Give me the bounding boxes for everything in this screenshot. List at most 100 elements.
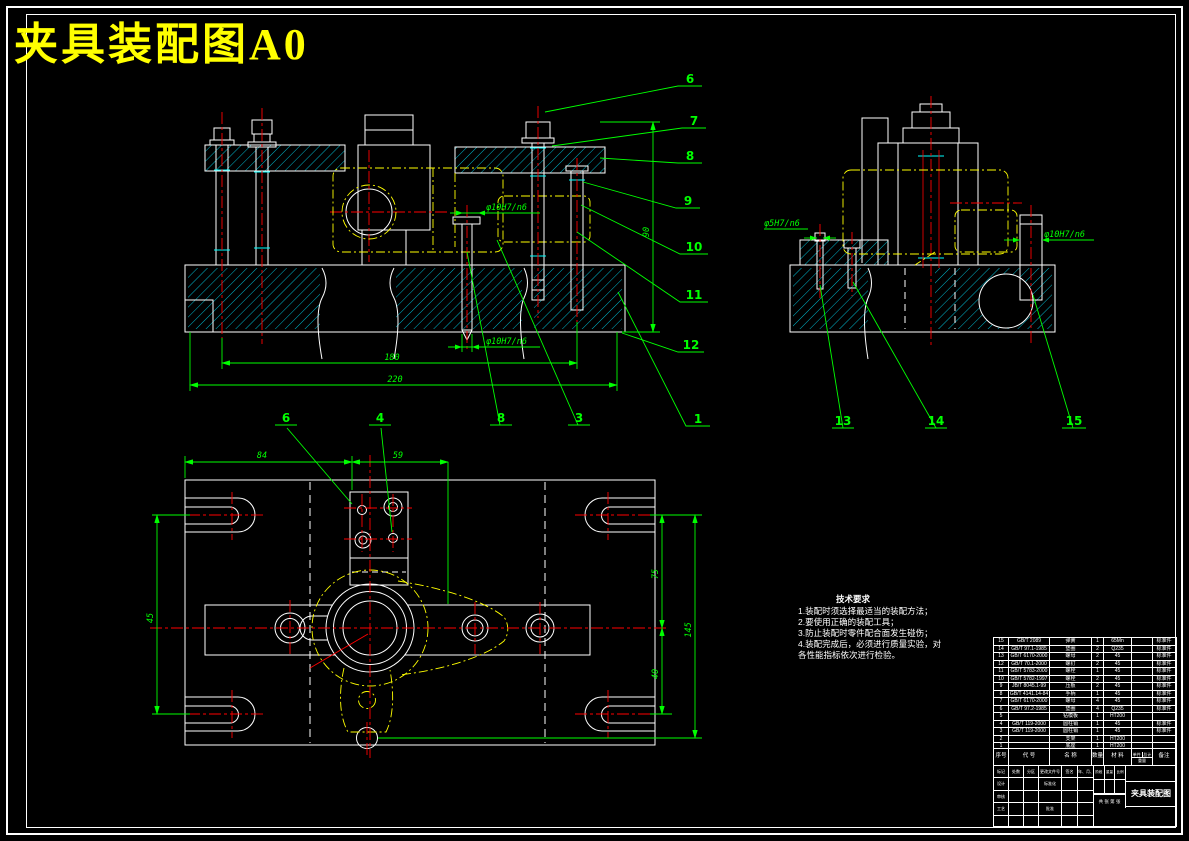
dim-145: 145	[684, 622, 694, 637]
bom-row: 13 GB/T 6170-2000 螺母 2 45 标准件	[994, 652, 1176, 660]
title-block-cell: 标准化	[1039, 778, 1062, 791]
bom-cell-remark	[1152, 735, 1175, 742]
front-stud-right-2	[565, 158, 589, 322]
bom-row: 6 GB/T 97.2-1985 垫圈 4 Q235 标准件	[994, 704, 1176, 712]
side-callout-labels: 13 14 15	[835, 414, 1083, 428]
drawing-title: 夹具装配图A0	[14, 20, 309, 69]
callout-15: 15	[1066, 414, 1083, 428]
bom-cell-material: 45	[1103, 683, 1131, 690]
callout-12: 12	[683, 338, 700, 352]
bom-row: 9 JB/T 8045.1-99 压板 2 45 标准件	[994, 682, 1176, 690]
bom-cell-qty: 2	[1091, 660, 1103, 667]
bom-cell-no: 2	[999, 735, 1003, 742]
tech-requirement-line: 1.装配时须选择最适当的装配方法；	[798, 606, 933, 616]
bom-cell-name: 螺母	[1049, 698, 1091, 705]
tech-requirement-line: 2.要使用正确的装配工具；	[798, 617, 899, 627]
title-block-cell	[1062, 815, 1078, 828]
dim-fit-lower: φ10H7/n6	[486, 337, 527, 347]
bom-cell-no: 12	[998, 660, 1004, 667]
bom-row: 11 GB/T 5783-2000 螺栓 1 45 标准件	[994, 667, 1176, 675]
side-dimension-labels: φ5H7/n6 φ10H7/n6	[764, 219, 1085, 240]
bom-cell-material: 45	[1103, 668, 1131, 675]
bom-cell-material: Q235	[1103, 645, 1131, 652]
bom-row: 10 GB/T 5782-1997 螺栓 2 45 标准件	[994, 674, 1176, 682]
dim-fit-right: φ10H7/n6	[1044, 230, 1085, 240]
bom-cell-remark: 标准件	[1152, 653, 1175, 660]
plan-centerlines	[150, 455, 668, 758]
bom-cell-remark: 标准件	[1152, 675, 1175, 682]
front-dimensions	[189, 121, 660, 391]
bom-rows: 15 GB/T 2089 弹簧 1 65Mn 标准件 14 GB/T 97.1-…	[994, 638, 1176, 748]
bom-cell-code: GB/T 6170-2000	[1008, 653, 1049, 660]
bom-cell-qty: 4	[1091, 698, 1103, 705]
bom-cell-name: 圆柱销	[1049, 720, 1091, 727]
bom-cell-qty: 1	[1091, 668, 1103, 675]
title-block-cell	[1062, 803, 1078, 816]
bom-cell-name: 弹簧	[1049, 638, 1091, 645]
bom-cell-code: GB/T 6170-2000	[1008, 698, 1049, 705]
bom-cell-material: HT200	[1103, 743, 1131, 748]
callout-6: 6	[686, 72, 694, 86]
bom-cell-name: 底座	[1049, 743, 1091, 748]
bom-cell-code: GB/T 119-2000	[1008, 728, 1049, 735]
title-block-number-cell	[1126, 807, 1176, 828]
bom-row: 12 GB/T 70.1-2000 螺钉 2 45 标准件	[994, 659, 1176, 667]
bom-header-no: 序号	[995, 753, 1007, 759]
bom-cell-no: 1	[999, 743, 1003, 748]
title-block-cell: 更改文件号	[1039, 766, 1062, 779]
bom-cell-material: HT200	[1103, 735, 1131, 742]
callout-8b: 8	[497, 411, 505, 425]
dim-90: 90	[642, 227, 652, 237]
bom-cell-remark	[1152, 743, 1175, 748]
bom-header-qty: 数量	[1091, 749, 1103, 765]
side-callout-leaders	[819, 281, 1086, 429]
dim-59: 59	[393, 451, 403, 461]
side-pin-1	[814, 224, 826, 298]
title-block-cell: 分区	[1024, 766, 1039, 779]
side-dimensions	[764, 228, 1094, 243]
bom-cell-code	[1008, 743, 1049, 748]
bom-cell-weight	[1131, 705, 1152, 712]
plan-dimension-labels: 84 59 45 75 40 145	[146, 451, 694, 679]
dim-45: 45	[146, 613, 156, 623]
bom-cell-weight	[1131, 698, 1152, 705]
title-block-cell	[994, 815, 1009, 828]
bom-cell-weight	[1131, 645, 1152, 652]
dim-180: 180	[384, 353, 399, 363]
title-block-right: 夹具装配图	[1126, 766, 1176, 828]
bom-cell-code: GB/T 119-2000	[1008, 720, 1049, 727]
bom-cell-no: 11	[998, 668, 1004, 674]
title-block-cell: 处数	[1009, 766, 1024, 779]
front-stud-right-1	[521, 106, 555, 318]
bom-cell-no: 3	[999, 728, 1003, 734]
title-block-cell: 签名	[1062, 766, 1078, 779]
title-block-company-cell	[1126, 766, 1176, 782]
bom-cell-material: 45	[1103, 660, 1131, 667]
title-block-cell: 标记	[994, 766, 1009, 779]
sheet-count-label: 共 张 第 张	[1094, 794, 1126, 808]
plan-u-slots	[185, 497, 655, 732]
bom-cell-remark: 标准件	[1152, 698, 1175, 705]
bom-cell-material: Q235	[1103, 705, 1131, 712]
bom-cell-qty: 1	[1091, 728, 1103, 735]
bom-row: 2 支架 1 HT200	[994, 734, 1176, 742]
dim-220: 220	[387, 375, 402, 385]
bom-cell-no: 6	[999, 705, 1003, 712]
callout-1: 1	[694, 412, 702, 426]
callout-4: 4	[376, 411, 384, 425]
title-block-cell	[1039, 790, 1062, 804]
bom-cell-code: GB/T 97.1-1985	[1008, 645, 1049, 652]
front-bolt-left-1	[209, 112, 235, 338]
title-block-cell	[1039, 815, 1062, 828]
callout-7: 7	[690, 114, 698, 128]
title-block-cell	[1024, 790, 1039, 804]
title-block-cell	[1009, 803, 1024, 816]
plan-view: 84 59 45 75 40 145 6 4	[146, 411, 702, 758]
bom-cell-name: 螺栓	[1049, 675, 1091, 682]
bom-cell-code: GB/T 5783-2000	[1008, 668, 1049, 675]
bom-cell-weight	[1131, 728, 1152, 735]
bom-cell-name: 压板	[1049, 683, 1091, 690]
